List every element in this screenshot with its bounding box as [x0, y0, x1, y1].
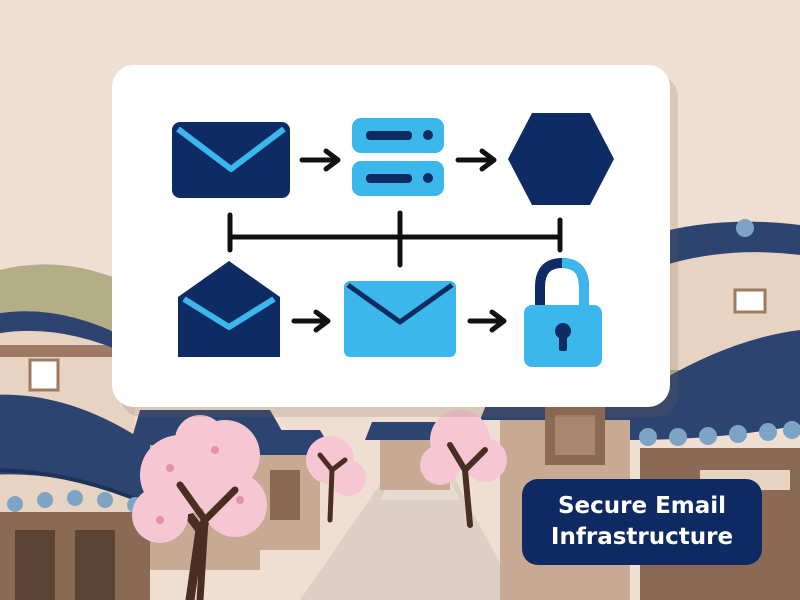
diagram-card: [112, 65, 670, 407]
envelope-closed-icon: [172, 122, 290, 198]
email-flow-diagram: [172, 113, 614, 367]
house-left: [0, 311, 151, 600]
arrow-right-icon: [455, 148, 497, 172]
server-icon: [352, 118, 444, 196]
title-badge: Secure Email Infrastructure: [522, 479, 762, 565]
envelope-open-icon: [178, 261, 280, 357]
cherry-tree-left: [132, 415, 267, 600]
bracket-connector: [227, 210, 563, 268]
envelope-icon: [344, 281, 456, 357]
arrow-right-icon: [291, 309, 331, 333]
badge-title-line1: Secure Email: [557, 493, 727, 519]
cherry-tree-mid-left: [306, 436, 366, 523]
arrow-right-icon: [299, 148, 341, 172]
badge-title-line2: Infrastructure: [550, 524, 734, 550]
arrow-right-icon: [467, 309, 507, 333]
cherry-tree-mid-right: [420, 410, 507, 528]
padlock-icon: [524, 257, 602, 367]
hexagon-icon: [508, 113, 614, 205]
